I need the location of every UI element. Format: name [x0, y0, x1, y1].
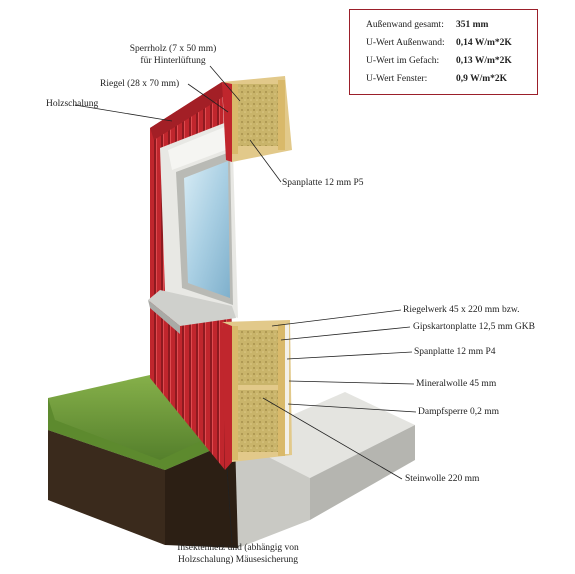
spec-row-u-wall: U-Wert Außenwand: 0,14 W/m*2K	[366, 37, 512, 49]
concrete-foundation	[220, 392, 415, 548]
spec-row-u-compartment: U-Wert im Gefach: 0,13 W/m*2K	[366, 55, 512, 67]
spec-box: Außenwand gesamt: 351 mm U-Wert Außenwand…	[349, 9, 538, 95]
spec-row-u-window: U-Wert Fenster: 0,9 W/m*2K	[366, 73, 507, 85]
spec-value: 0,14 W/m*2K	[456, 38, 512, 48]
label-steinwolle: Steinwolle 220 mm	[405, 474, 480, 484]
spec-value: 0,9 W/m*2K	[456, 74, 508, 84]
label-mineralwolle: Mineralwolle 45 mm	[416, 379, 497, 389]
window	[148, 120, 238, 334]
label-dampfsperre: Dampfsperre 0,2 mm	[418, 407, 499, 417]
label-insektennetz: Insektennetz und (abhängig von Holzschal…	[168, 542, 308, 566]
label-riegelwerk: Riegelwerk 45 x 220 mm bzw.	[403, 305, 520, 315]
leader-lines	[74, 65, 417, 544]
spec-name: U-Wert Fenster:	[366, 74, 428, 84]
label-sperrholz: Sperrholz (7 x 50 mm) für Hinterlüftung	[118, 43, 228, 67]
label-spanplatte-p5: Spanplatte 12 mm P5	[282, 178, 364, 188]
spec-value: 0,13 W/m*2K	[456, 56, 512, 66]
label-sperrholz-line1: Sperrholz (7 x 50 mm)	[129, 44, 217, 54]
label-insektennetz-line2: Holzschalung) Mäusesicherung	[177, 555, 299, 565]
label-gipskarton: Gipskartonplatte 12,5 mm GKB	[413, 322, 535, 332]
label-riegel: Riegel (28 x 70 mm)	[100, 79, 180, 89]
spec-value: 351 mm	[456, 20, 489, 30]
grass-block	[48, 375, 238, 548]
label-holzschalung: Holzschalung	[46, 99, 99, 109]
spec-name: U-Wert Außenwand:	[366, 38, 445, 48]
spec-name: Außenwand gesamt:	[366, 20, 444, 30]
label-sperrholz-line2: für Hinterlüftung	[140, 56, 206, 66]
spec-name: U-Wert im Gefach:	[366, 56, 440, 66]
label-spanplatte-p4: Spanplatte 12 mm P4	[414, 347, 496, 357]
upper-section-cut	[222, 76, 292, 162]
label-insektennetz-line1: Insektennetz und (abhängig von	[177, 543, 299, 553]
lower-section-cut	[222, 320, 292, 470]
spec-row-wall-total: Außenwand gesamt: 351 mm	[366, 19, 488, 31]
